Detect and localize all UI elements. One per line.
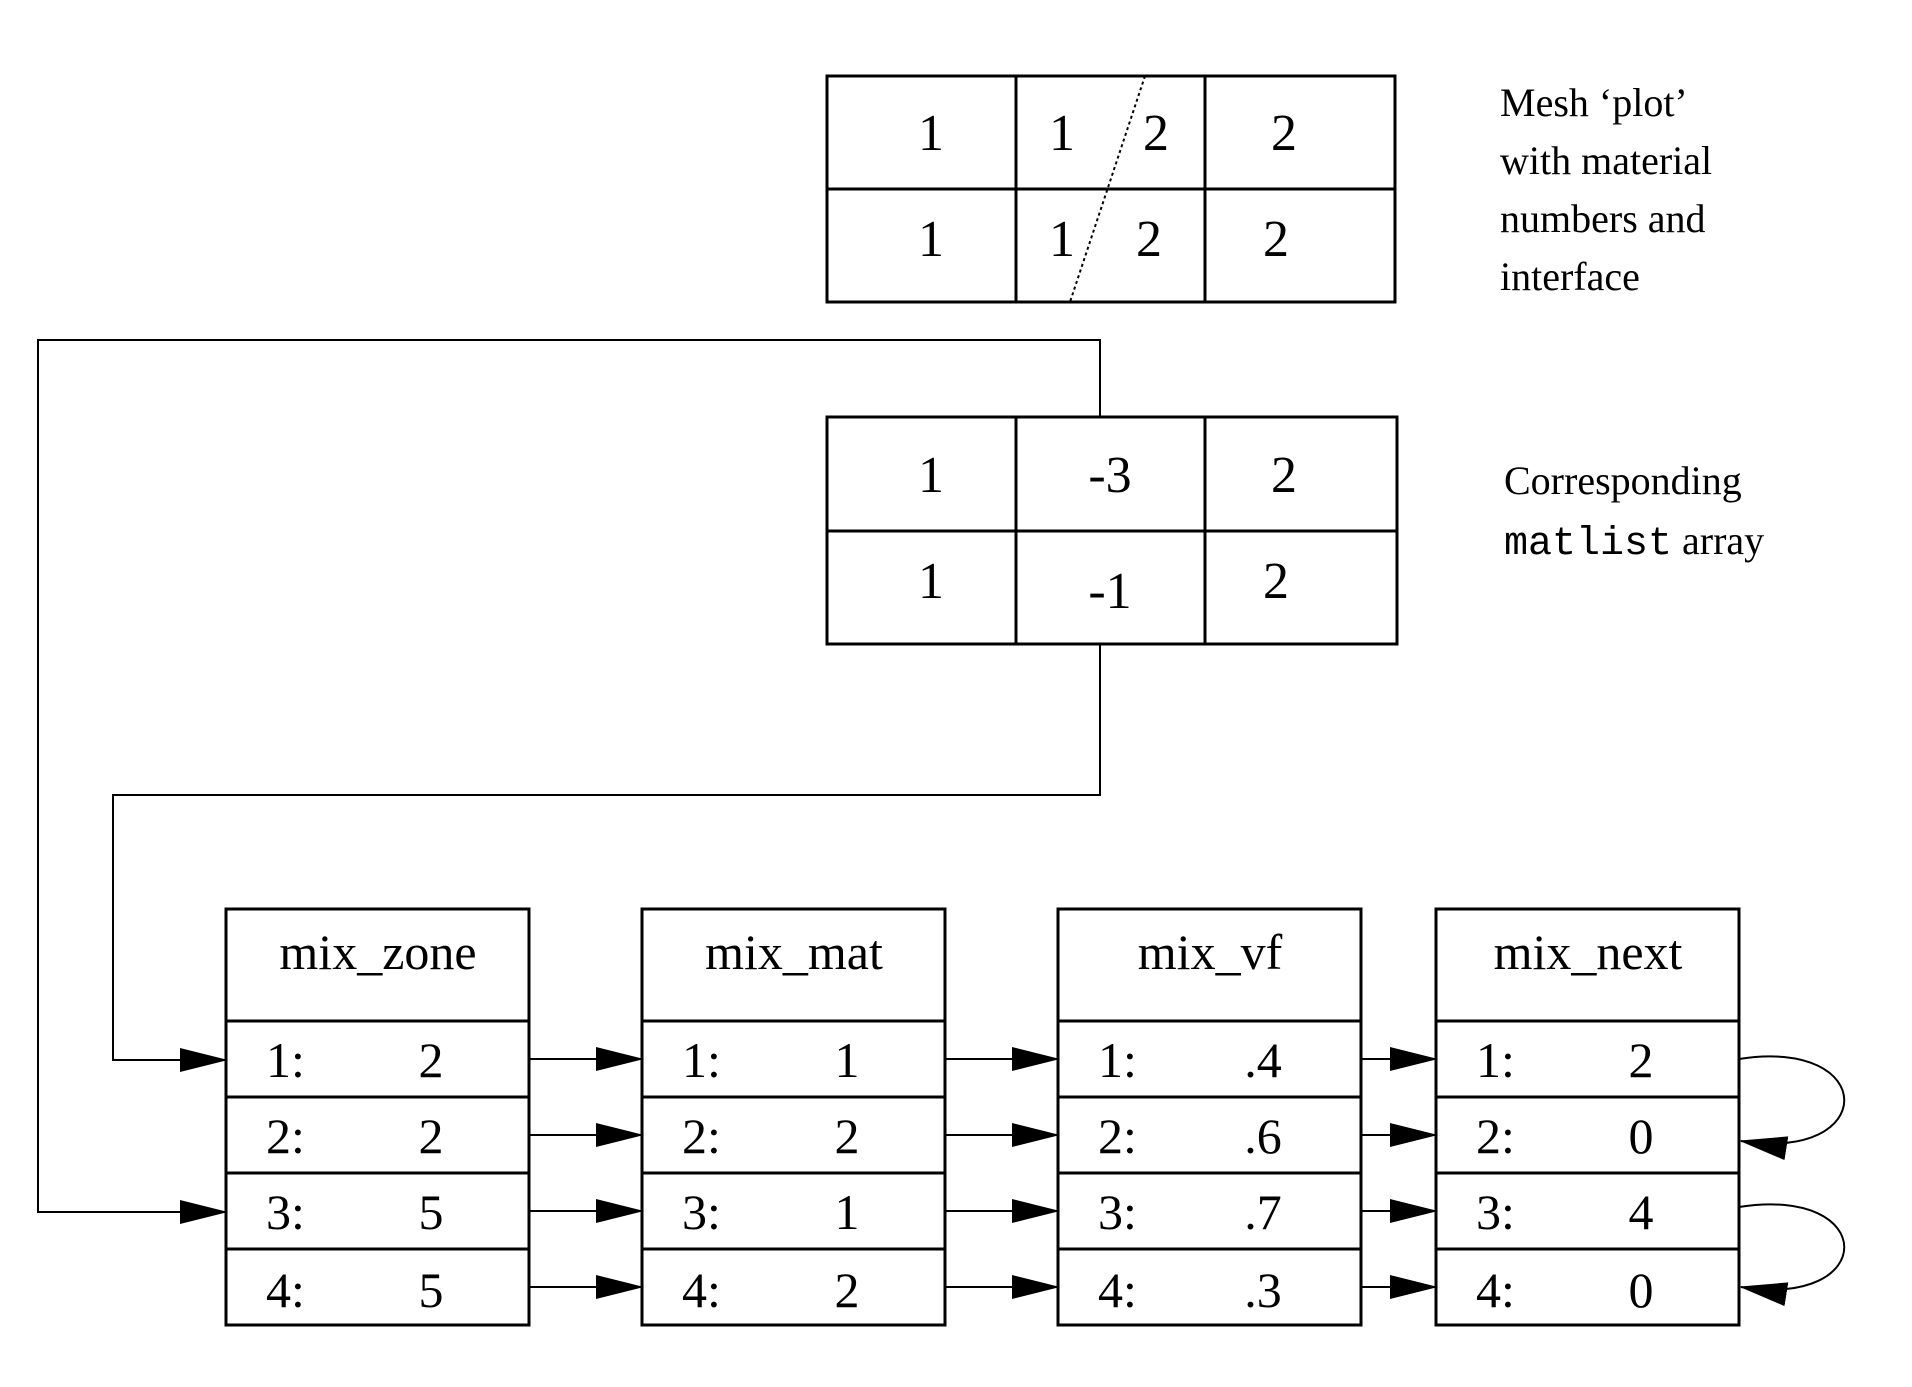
array-box xyxy=(1056,907,1363,1327)
matlist-caption-rest: array xyxy=(1672,518,1764,563)
material-interface-line xyxy=(1069,75,1146,303)
array-index: 3: xyxy=(682,1184,721,1240)
matlist-grid: 1 -3 2 1 -1 2 xyxy=(825,415,1399,646)
array-index: 3: xyxy=(266,1184,305,1240)
mesh-cell: 2 xyxy=(1271,105,1297,162)
matlist-cell: 1 xyxy=(918,447,944,504)
mix-zone-array: mix_zone 1: 2 2: 2 3: 5 4: 5 xyxy=(224,907,531,1327)
array-header: mix_zone xyxy=(279,924,476,980)
array-value: 2 xyxy=(419,1032,444,1088)
array-header: mix_mat xyxy=(705,924,883,980)
array-header: mix_next xyxy=(1494,924,1683,980)
matlist-caption-line: matlist array xyxy=(1504,518,1764,567)
array-index: 1: xyxy=(266,1032,305,1088)
array-value: 1 xyxy=(835,1032,860,1088)
array-index: 1: xyxy=(682,1032,721,1088)
mesh-cell-material-right: 2 xyxy=(1136,211,1162,268)
matlist-cell: 1 xyxy=(918,553,944,610)
matlist-code-label: matlist xyxy=(1504,522,1672,567)
mesh-cell: 1 xyxy=(918,105,944,162)
matlist-cell-mixed: -1 xyxy=(1088,563,1131,620)
mesh-plot-caption: Mesh ‘plot’ with material numbers and in… xyxy=(1500,80,1712,299)
array-value: .7 xyxy=(1244,1184,1282,1240)
array-box xyxy=(1434,907,1741,1327)
array-index: 3: xyxy=(1098,1184,1137,1240)
array-box xyxy=(640,907,947,1327)
mesh-plot-caption-line: numbers and xyxy=(1500,196,1706,241)
array-index: 2: xyxy=(1476,1108,1515,1164)
array-value: 1 xyxy=(835,1184,860,1240)
mesh-cell-material-left: 1 xyxy=(1049,211,1075,268)
mesh-cell: 2 xyxy=(1263,211,1289,268)
mesh-plot-caption-line: with material xyxy=(1500,138,1712,183)
array-index: 1: xyxy=(1476,1032,1515,1088)
matlist-caption-line: Corresponding xyxy=(1504,458,1742,503)
matlist-caption: Corresponding matlist array xyxy=(1504,458,1764,567)
matlist-cell-mixed: -3 xyxy=(1088,447,1131,504)
connector-matlist-bottom-to-mix-zone-1 xyxy=(112,644,1101,1072)
array-value: 5 xyxy=(419,1262,444,1318)
array-index: 4: xyxy=(1476,1262,1515,1318)
array-index: 3: xyxy=(1476,1184,1515,1240)
array-value: 5 xyxy=(419,1184,444,1240)
mix-next-array: mix_next 1: 2 2: 0 3: 4 4: 0 xyxy=(1434,907,1741,1327)
array-value: 0 xyxy=(1629,1262,1654,1318)
array-value: 2 xyxy=(1629,1032,1654,1088)
array-value: .3 xyxy=(1244,1262,1282,1318)
array-index: 2: xyxy=(266,1108,305,1164)
connectors xyxy=(37,339,1101,1224)
mesh-plot-caption-line: Mesh ‘plot’ xyxy=(1500,80,1688,125)
matlist-cell: 2 xyxy=(1263,553,1289,610)
array-value: 0 xyxy=(1629,1108,1654,1164)
mix-arrays: mix_zone1:22:23:54:5mix_mat1:12:23:14:2m… xyxy=(224,907,1846,1327)
array-box xyxy=(224,907,531,1327)
array-value: 4 xyxy=(1629,1184,1654,1240)
array-header: mix_vf xyxy=(1138,924,1283,980)
matlist-cell: 2 xyxy=(1271,447,1297,504)
array-index: 1: xyxy=(1098,1032,1137,1088)
array-index: 4: xyxy=(1098,1262,1137,1318)
connector-matlist-top-to-mix-zone-3 xyxy=(37,339,1101,1224)
mix-next-link-arrow xyxy=(1738,1055,1846,1161)
mix-vf-array: mix_vf1: .4 2: .6 3: .7 4: .3 xyxy=(1056,907,1363,1327)
array-value: 2 xyxy=(419,1108,444,1164)
mesh-plot-grid: 1 1 2 2 1 1 2 2 xyxy=(825,74,1397,304)
array-value: .4 xyxy=(1244,1032,1282,1088)
array-index: 4: xyxy=(266,1262,305,1318)
array-value: 2 xyxy=(835,1108,860,1164)
array-index: 4: xyxy=(682,1262,721,1318)
array-index: 2: xyxy=(1098,1108,1137,1164)
array-index: 2: xyxy=(682,1108,721,1164)
mix-mat-array: mix_mat 1: 1 2: 2 3: 1 4: 2 xyxy=(640,907,947,1327)
array-value: 2 xyxy=(835,1262,860,1318)
mesh-plot-caption-line: interface xyxy=(1500,254,1640,299)
mix-next-link-arrow xyxy=(1738,1203,1846,1307)
mesh-cell: 1 xyxy=(918,211,944,268)
array-value: .6 xyxy=(1244,1108,1282,1164)
mesh-cell-material-right: 2 xyxy=(1143,105,1169,162)
mesh-cell-material-left: 1 xyxy=(1049,105,1075,162)
